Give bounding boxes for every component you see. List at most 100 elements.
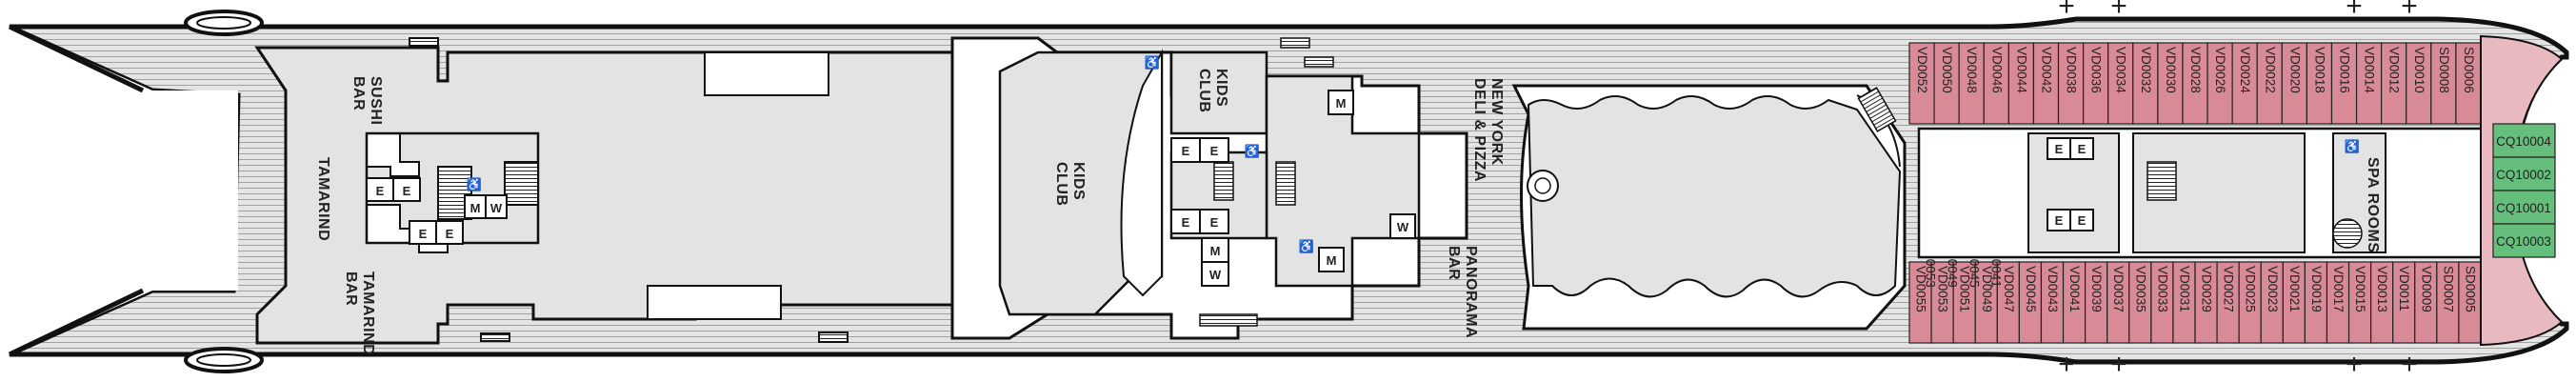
cabin: VD0009 [2414, 261, 2438, 344]
cabin: VD0051 [1952, 261, 1976, 344]
elevator-symbol: E [2078, 142, 2087, 156]
restroom-block-stern: E E E E M W ♿ [366, 177, 508, 245]
tamarind-bar-label: TAMARIND BAR [343, 271, 376, 360]
cabin-number-label: VD0029 [2200, 266, 2214, 312]
connecting-cabin-marker: + [2058, 0, 2075, 22]
sushi-bar-label: SUSHI BAR [350, 76, 384, 130]
men-restroom-symbol: M [470, 201, 481, 215]
pool-area [1304, 56, 1907, 331]
cabin-number-label: VD0014 [2363, 47, 2377, 93]
suite-cabin: CQ10004 [2492, 123, 2556, 158]
sushi-bar-line-2: BAR [350, 76, 367, 111]
accessible-icon: ♿ [467, 177, 482, 191]
cabin-number-label: VD0047 [2002, 266, 2016, 312]
cabin-number-label: VD0026 [2213, 47, 2227, 93]
cabin: VD0022 [2256, 42, 2283, 125]
cabin-number-label: VD0036 [2089, 47, 2104, 93]
suite-cabin: CQ10001 [2492, 190, 2556, 225]
cabin: VD0049 [1974, 261, 1998, 344]
cabin: VD0037 [2107, 261, 2130, 344]
cabin-number-label: VD0055 [1914, 266, 1928, 312]
cabin: VD0033 [2150, 261, 2174, 344]
elevator-symbol: E [2078, 213, 2087, 228]
tamarind-label: TAMARIND [315, 157, 331, 241]
cabin: VD0011 [2392, 261, 2416, 344]
cabin-number-label: VD0049 [1980, 266, 1994, 312]
cabin: SD0008 [2430, 42, 2457, 125]
davit-bumps [184, 10, 264, 373]
cabin: VD0041 [2062, 261, 2087, 344]
cabin-number-label: SD0006 [2462, 47, 2476, 93]
cabin: VD0030 [2157, 42, 2184, 125]
cabin-number-label: VD0012 [2387, 47, 2402, 93]
men-restroom-symbol: M [1336, 96, 1347, 111]
new-york-deli-label: NEW YORK DELI & PIZZA [1471, 78, 1505, 182]
accessible-icon: ♿ [1245, 144, 1260, 158]
elevator-symbol: E [376, 184, 385, 198]
cabin: VD0016 [2330, 42, 2358, 125]
cabin-number-label: VD0039 [2089, 266, 2104, 312]
cabin-number-label: VD0035 [2133, 266, 2147, 312]
stern-labels: SUSHI BAR TAMARIND TAMARIND BAR [315, 76, 384, 360]
cabin-number-label: VD0051 [1958, 266, 1972, 312]
cabin: VD0028 [2182, 42, 2208, 125]
suite-cabin: CQ10003 [2492, 223, 2556, 258]
elevator-symbol: E [1182, 144, 1190, 158]
cabin-number-label: VD0052 [1915, 47, 1929, 93]
cabin: VD0050 [1933, 42, 1960, 125]
cabin: VD0031 [2172, 261, 2196, 344]
connecting-cabin-marker: + [2110, 0, 2127, 22]
cabin: VD0019 [2304, 261, 2328, 344]
cabin: VD0032 [2132, 42, 2159, 125]
cabin: VD0039 [2085, 261, 2108, 344]
elevator-symbol: E [1210, 144, 1219, 158]
cabin-number-label: VD0044 [2014, 47, 2028, 93]
cabin-number-label: VD0038 [2065, 47, 2079, 93]
cabin: VD0029 [2194, 261, 2218, 344]
cabin: VD0025 [2238, 261, 2262, 344]
cabin-number-label: VD0016 [2338, 47, 2352, 93]
cabin-number-label: VD0046 [1989, 47, 2004, 93]
midship-labels: KIDS CLUB KIDS CLUB NEW YORK DELI & PIZZ… [1053, 69, 1505, 338]
cabin: VD0020 [2281, 42, 2307, 125]
elevator-symbol: E [2055, 142, 2064, 156]
cabin: VD0048 [1958, 42, 1985, 125]
stern-notch [0, 24, 238, 357]
accessible-icon: ♿ [2345, 139, 2360, 153]
stern-hatches [409, 37, 849, 343]
cabin-number-label: VD0013 [2375, 266, 2389, 312]
cabin: VD0018 [2306, 42, 2333, 125]
women-restroom-symbol: W [1209, 268, 1222, 282]
cabin: VD0045 [2018, 261, 2043, 344]
accessible-icon: ♿ [1145, 55, 1160, 70]
suite-number-label: CQ10003 [2496, 234, 2551, 249]
stern-core [365, 131, 540, 245]
women-restroom-symbol: W [1397, 220, 1409, 234]
women-restroom-symbol: W [490, 201, 503, 215]
connecting-markers: ++++++++ [2058, 0, 2418, 380]
elevator-symbol: E [403, 184, 411, 198]
elevator-symbol: E [1210, 215, 1219, 230]
cabin-number-label: VD0032 [2139, 47, 2153, 93]
cabin: SD0005 [2458, 261, 2482, 344]
cabin: VD0042 [2032, 42, 2060, 125]
elevator-symbol: E [1182, 215, 1190, 230]
kids-club-label-1: KIDS CLUB [1053, 162, 1087, 206]
cabin: VD0043 [2040, 261, 2065, 344]
connecting-cabin-marker: + [2401, 349, 2418, 380]
connecting-cabin-marker: + [2346, 0, 2363, 22]
cabin: VD0017 [2326, 261, 2350, 344]
connecting-cabin-marker: + [2346, 349, 2363, 380]
spa-rooms-label: SPA ROOMS [2365, 157, 2381, 253]
cabin: VD0046 [1983, 42, 2009, 125]
cabin-number-label: VD0045 [2024, 266, 2038, 312]
cabin-number-label: VD0030 [2164, 47, 2178, 93]
cabin: VD0023 [2260, 261, 2284, 344]
men-restroom-symbol: M [1210, 244, 1221, 258]
cabin: VD0012 [2381, 42, 2407, 125]
cabin-number-label: VD0037 [2111, 266, 2126, 312]
cabin-number-label: VD0010 [2412, 47, 2426, 93]
cabin: VD0038 [2057, 42, 2085, 125]
